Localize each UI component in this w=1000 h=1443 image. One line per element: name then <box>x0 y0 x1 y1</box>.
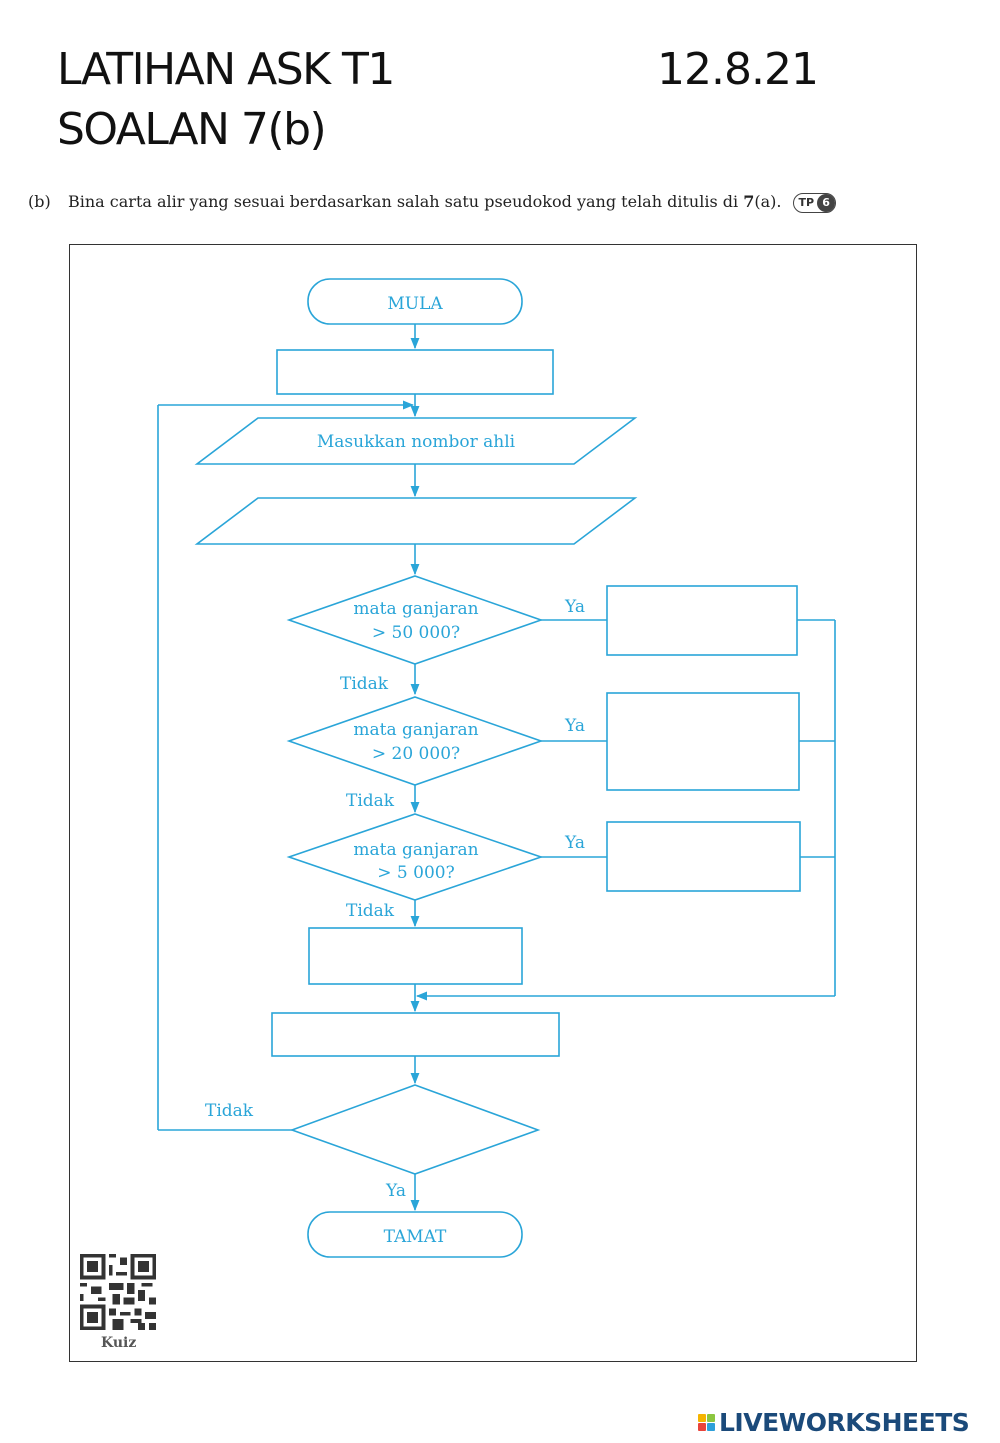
end-terminal <box>307 1211 523 1258</box>
start-label: MULA <box>387 294 443 314</box>
process-box-1[interactable] <box>276 349 554 395</box>
output-parallelogram[interactable] <box>194 497 638 545</box>
liveworksheets-logo-icon <box>698 1414 715 1431</box>
decision-1 <box>286 575 544 665</box>
no-label-loop: Tidak <box>205 1101 254 1121</box>
decision-2-line1: mata ganjaran <box>353 720 478 740</box>
decision-2 <box>286 696 544 786</box>
input-label: Masukkan nombor ahli <box>317 432 516 452</box>
decision-2-line2: > 20 000? <box>372 744 460 764</box>
no-label-3: Tidak <box>346 901 395 921</box>
worksheet-subtitle: SOALAN 7(b) <box>57 104 327 155</box>
worksheet-title: LATIHAN ASK T1 <box>57 44 395 95</box>
no-label-1: Tidak <box>340 674 389 694</box>
question-ref-rest: (a). <box>754 192 782 211</box>
yes-label-1: Ya <box>564 597 585 617</box>
yes-box-3[interactable] <box>606 821 801 892</box>
tp-badge-label: TP <box>798 196 815 209</box>
kuiz-label: Kuiz <box>101 1335 137 1351</box>
decision-1-line1: mata ganjaran <box>353 599 478 619</box>
else-box[interactable] <box>308 927 523 985</box>
process-box-2[interactable] <box>271 1012 560 1057</box>
input-parallelogram <box>194 417 638 465</box>
yes-label-2: Ya <box>564 716 585 736</box>
tp-badge-number: 6 <box>817 193 836 212</box>
yes-label-3: Ya <box>564 833 585 853</box>
decision-3-line2: > 5 000? <box>377 863 454 883</box>
no-label-2: Tidak <box>346 791 395 811</box>
decision-final[interactable] <box>289 1084 541 1175</box>
worksheet-date: 12.8.21 <box>657 44 819 95</box>
decision-3-line1: mata ganjaran <box>353 840 478 860</box>
question-text: (b) Bina carta alir yang sesuai berdasark… <box>28 192 837 213</box>
end-label: TAMAT <box>384 1227 447 1247</box>
brand-text: LIVEWORKSHEETS <box>719 1408 970 1437</box>
qr-code-icon <box>80 1254 156 1330</box>
question-body: Bina carta alir yang sesuai berdasarkan … <box>68 192 739 211</box>
flowchart-frame <box>69 244 917 1362</box>
yes-box-2[interactable] <box>606 692 800 791</box>
question-ref-number: 7 <box>743 192 755 211</box>
yes-label-final: Ya <box>385 1181 406 1201</box>
decision-1-line2: > 50 000? <box>372 623 460 643</box>
liveworksheets-brand[interactable]: LIVEWORKSHEETS <box>698 1408 970 1437</box>
question-label: (b) <box>28 192 51 211</box>
yes-box-1[interactable] <box>606 585 798 656</box>
